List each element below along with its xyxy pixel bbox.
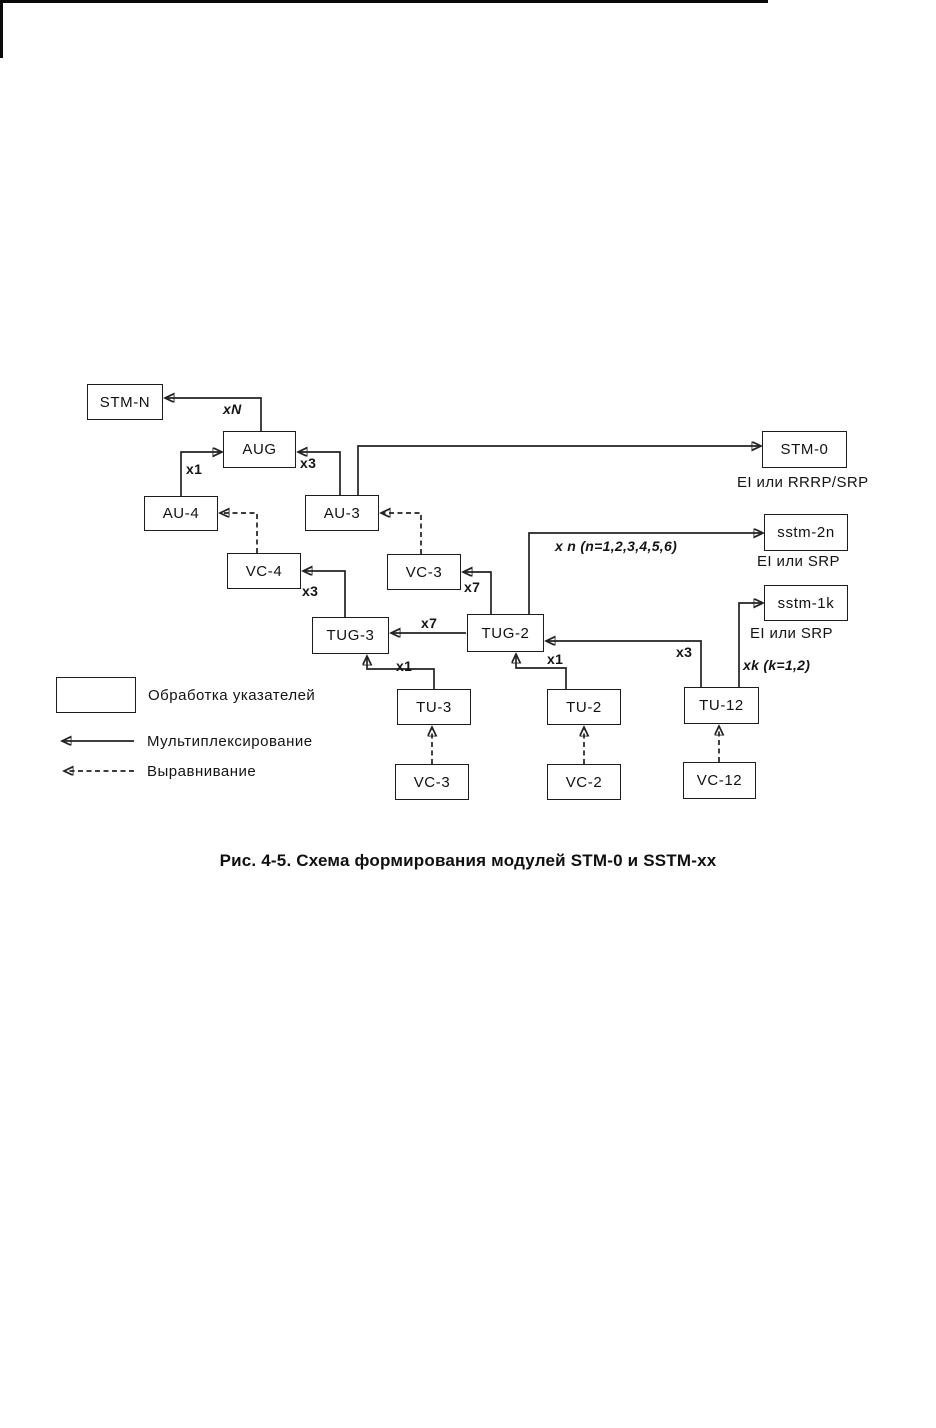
edge-label-x7-vc3: x7: [464, 579, 481, 595]
node-vc-2: VC-2: [547, 764, 621, 800]
scan-artifact-top-edge: [0, 0, 768, 3]
node-tu-3: TU-3: [397, 689, 471, 725]
scan-artifact-left-edge: [0, 0, 3, 58]
legend-multiplexing-label: Мультиплексирование: [147, 733, 313, 750]
node-vc-3-upper: VC-3: [387, 554, 461, 590]
edge-label-x1-tu2: x1: [547, 651, 564, 667]
edge-au4-to-aug: [180, 452, 221, 496]
node-stm-n: STM-N: [87, 384, 163, 420]
edge-label-x1-au4: x1: [186, 461, 203, 477]
node-tu-12: TU-12: [684, 687, 759, 724]
node-au-4: AU-4: [144, 496, 218, 531]
edge-label-x3-tug3: x3: [302, 583, 319, 599]
legend-alignment-label: Выравнивание: [147, 763, 257, 780]
node-au-3: AU-3: [305, 495, 379, 531]
edge-tu2-to-tug2: [516, 655, 567, 689]
node-vc-3-lower: VC-3: [395, 764, 469, 800]
edge-au3-to-aug: [299, 452, 341, 495]
node-tug-3: TUG-3: [312, 617, 389, 654]
node-aug: AUG: [223, 431, 296, 468]
edge-tu12-to-sstm1k: [738, 603, 762, 687]
edge-label-xn-sstm2n: x n (n=1,2,3,4,5,6): [555, 538, 678, 554]
edge-label-x3-au3: x3: [300, 455, 317, 471]
edge-label-x3-tu12: x3: [676, 644, 693, 660]
edge-tu12-to-tug2: [547, 641, 702, 687]
edge-tug2-to-sstm2n: [528, 533, 762, 614]
interface-note-stm0: EI или RRRP/SRP: [737, 474, 869, 491]
edge-label-xk-sstm1k: xk (k=1,2): [743, 657, 811, 673]
node-tug-2: TUG-2: [467, 614, 544, 652]
edge-tu3-to-tug3: [367, 657, 435, 689]
legend-pointer-processing-box: [56, 677, 136, 713]
edge-label-x1-tu3: x1: [396, 658, 413, 674]
node-vc-12: VC-12: [683, 762, 756, 799]
edge-aug-to-stm-n: [166, 398, 262, 431]
edge-label-xn-stmn: xN: [223, 401, 242, 417]
interface-note-sstm1k: EI или SRP: [750, 625, 833, 642]
node-sstm-2n: sstm-2n: [764, 514, 848, 551]
edge-vc4-to-au4-alignment: [221, 513, 258, 553]
edge-au3-to-stm0: [357, 446, 760, 495]
edge-vc3-to-au3-alignment: [382, 513, 422, 554]
figure-caption: Рис. 4-5. Схема формирования модулей STM…: [219, 851, 717, 870]
edge-tug3-to-vc4: [304, 571, 346, 617]
node-vc-4: VC-4: [227, 553, 301, 589]
edge-tug2-to-vc3: [464, 572, 492, 614]
legend-pointer-processing-label: Обработка указателей: [148, 687, 316, 704]
edge-label-x7-tug2: x7: [421, 615, 438, 631]
node-tu-2: TU-2: [547, 689, 621, 725]
node-stm-0: STM-0: [762, 431, 847, 468]
node-sstm-1k: sstm-1k: [764, 585, 848, 621]
interface-note-sstm2n: EI или SRP: [757, 553, 840, 570]
